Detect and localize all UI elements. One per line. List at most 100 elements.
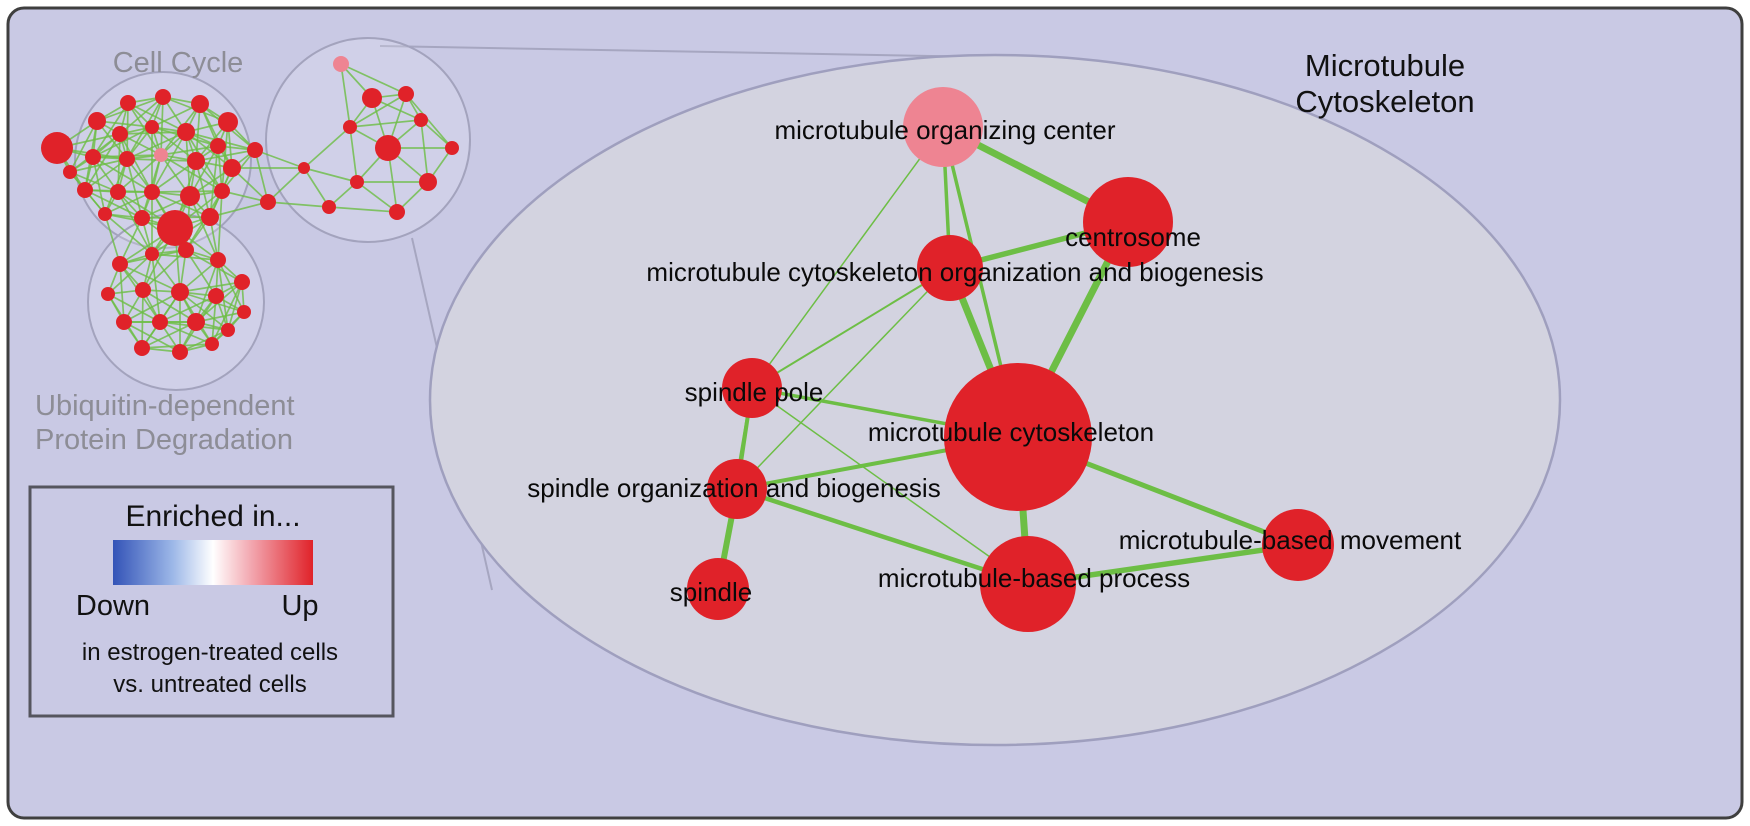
overview-edge — [303, 126, 351, 169]
overview-node[interactable] — [210, 252, 226, 268]
overview-node[interactable] — [218, 112, 238, 132]
overview-edge — [356, 181, 398, 213]
overview-edge — [254, 149, 305, 169]
overview-node[interactable] — [237, 305, 251, 319]
overview-node[interactable] — [112, 126, 128, 142]
overview-node[interactable] — [85, 149, 101, 165]
overview-node[interactable] — [77, 182, 93, 198]
legend-up-label: Up — [281, 590, 318, 622]
overview-edge — [119, 217, 143, 265]
overview-node[interactable] — [120, 95, 136, 111]
overview-edge — [126, 102, 129, 160]
overview-edge — [267, 167, 305, 203]
overview-edge — [217, 190, 223, 261]
overview-edge — [117, 191, 153, 255]
overview-node[interactable] — [298, 162, 310, 174]
overview-node[interactable] — [247, 142, 263, 158]
legend-caption-line1: in estrogen-treated cells — [82, 639, 338, 666]
overview-node[interactable] — [362, 88, 382, 108]
overview-edge — [303, 167, 358, 183]
zoom-title-line1: Microtubule — [1305, 48, 1465, 83]
node-mcsk[interactable] — [944, 363, 1092, 511]
overview-node[interactable] — [134, 210, 150, 226]
node-moc[interactable] — [903, 87, 983, 167]
overview-node[interactable] — [135, 282, 151, 298]
node-sorg[interactable] — [707, 459, 767, 519]
overview-node[interactable] — [208, 288, 224, 304]
overview-node[interactable] — [177, 123, 195, 141]
overview-node[interactable] — [112, 256, 128, 272]
legend-down-label: Down — [76, 590, 150, 622]
overview-node[interactable] — [155, 89, 171, 105]
overview-edge — [420, 119, 429, 183]
overview-node[interactable] — [41, 132, 73, 164]
node-mproc[interactable] — [980, 536, 1076, 632]
overview-node[interactable] — [145, 247, 159, 261]
overview-edge — [195, 149, 256, 162]
overview-node[interactable] — [234, 274, 250, 290]
overview-node[interactable] — [154, 148, 168, 162]
node-mmov[interactable] — [1262, 509, 1334, 581]
overview-node[interactable] — [398, 86, 414, 102]
overview-edge — [119, 133, 153, 193]
overview-edge — [195, 103, 201, 162]
overview-node[interactable] — [171, 283, 189, 301]
overview-edge — [267, 201, 330, 208]
overview-node[interactable] — [414, 113, 428, 127]
overview-node[interactable] — [205, 337, 219, 351]
overview-edge — [123, 291, 181, 323]
overview-edge — [160, 145, 219, 156]
overview-node[interactable] — [157, 210, 193, 246]
overview-edge — [211, 295, 217, 345]
overview-edge — [69, 171, 119, 193]
node-spole[interactable] — [722, 358, 782, 418]
overview-node[interactable] — [187, 313, 205, 331]
overview-node[interactable] — [110, 184, 126, 200]
node-cen[interactable] — [1083, 177, 1173, 267]
overview-edge — [349, 93, 407, 128]
overview-node[interactable] — [88, 112, 106, 130]
overview-edge — [159, 321, 213, 345]
overview-node[interactable] — [221, 323, 235, 337]
overview-node[interactable] — [101, 287, 115, 301]
overview-node[interactable] — [223, 159, 241, 177]
overview-node[interactable] — [144, 184, 160, 200]
overview-node[interactable] — [187, 152, 205, 170]
overview-node[interactable] — [210, 138, 226, 154]
cluster-circle-microtubule — [265, 37, 471, 243]
overview-node[interactable] — [343, 120, 357, 134]
overview-node[interactable] — [214, 183, 230, 199]
overview-node[interactable] — [63, 165, 77, 179]
overview-node[interactable] — [260, 194, 276, 210]
overview-node[interactable] — [116, 314, 132, 330]
node-label-spole: spindle pole — [685, 377, 824, 407]
overview-edge — [69, 158, 128, 173]
legend-title: Enriched in... — [125, 500, 300, 533]
overview-edge — [107, 253, 153, 295]
overview-node[interactable] — [419, 173, 437, 191]
overview-node[interactable] — [350, 175, 364, 189]
node-label-mco: microtubule cytoskeleton organization an… — [646, 257, 1263, 287]
overview-node[interactable] — [180, 186, 200, 206]
overview-node[interactable] — [119, 151, 135, 167]
overview-node[interactable] — [152, 314, 168, 330]
overview-edge — [405, 93, 453, 149]
node-label-sorg: spindle organization and biogenesis — [527, 473, 940, 503]
overview-node[interactable] — [389, 204, 405, 220]
overview-node[interactable] — [191, 95, 209, 113]
overview-node[interactable] — [445, 141, 459, 155]
overview-node[interactable] — [172, 344, 188, 360]
node-spin[interactable] — [687, 558, 749, 620]
overview-node[interactable] — [98, 207, 112, 221]
overview-node[interactable] — [201, 208, 219, 226]
overview-node[interactable] — [145, 120, 159, 134]
zoom-title-line2: Cytoskeleton — [1295, 84, 1474, 119]
overview-node[interactable] — [333, 56, 349, 72]
overview-node[interactable] — [134, 340, 150, 356]
overview-node[interactable] — [375, 135, 401, 161]
node-mco[interactable] — [917, 235, 983, 301]
overview-node[interactable] — [178, 242, 194, 258]
overview-node[interactable] — [322, 200, 336, 214]
overview-edge — [195, 259, 219, 323]
